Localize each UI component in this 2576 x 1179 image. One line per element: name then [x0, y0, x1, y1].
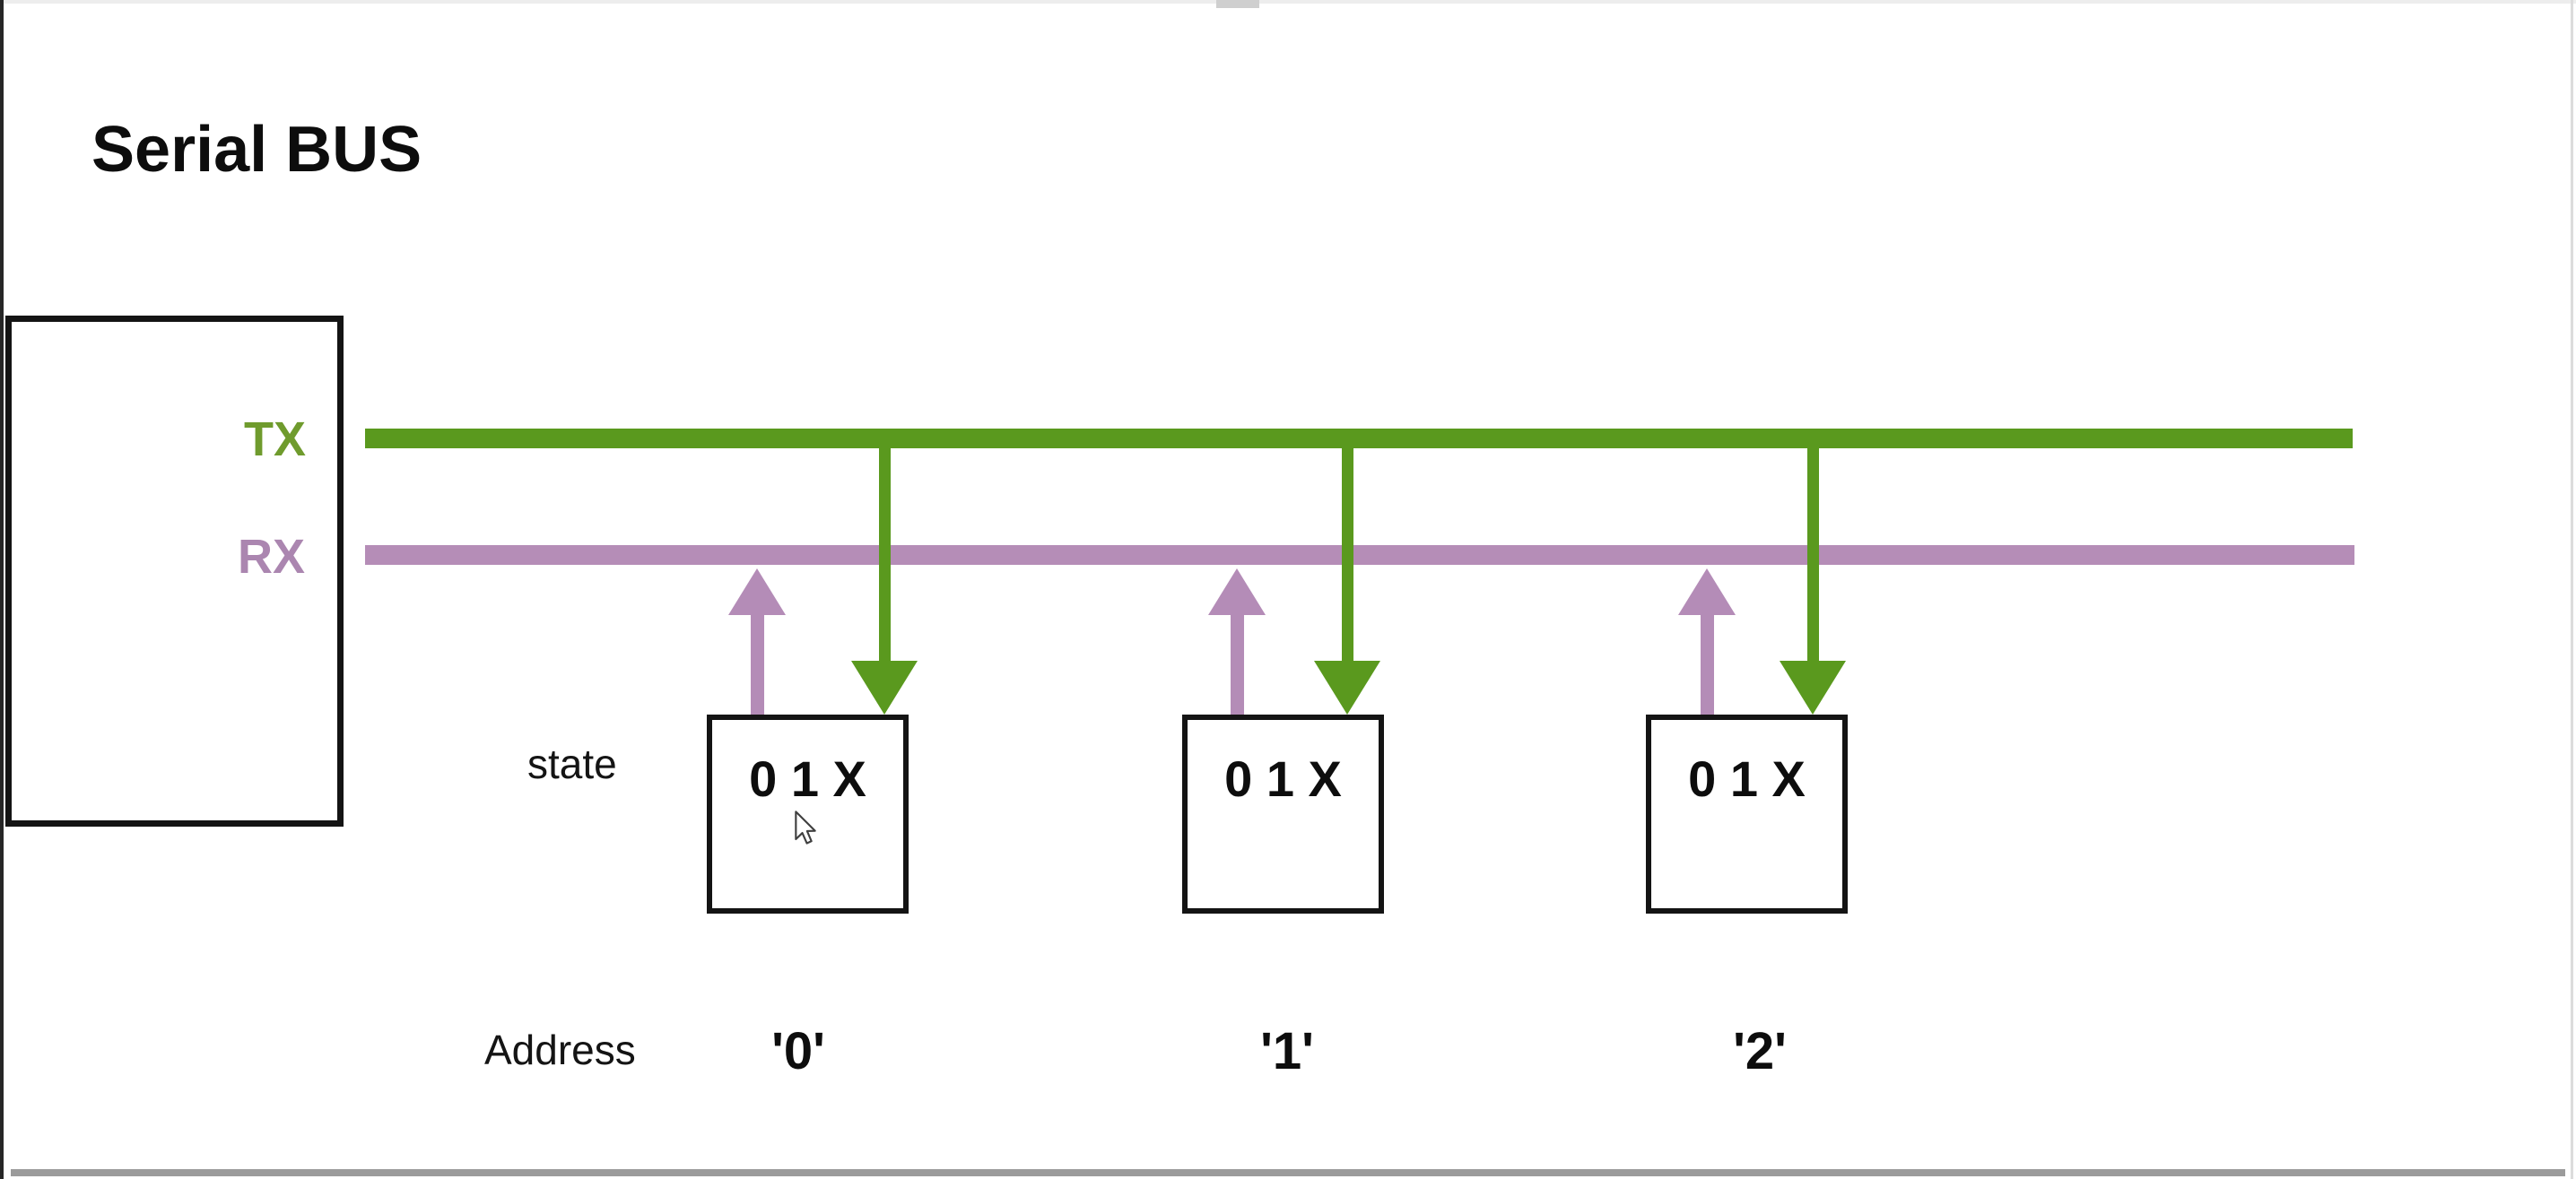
address-value-node2: '2' — [1733, 1022, 1787, 1080]
address-value-node1: '1' — [1260, 1022, 1314, 1080]
tx-pin-label: TX — [244, 412, 307, 466]
address-label: Address — [484, 1027, 636, 1073]
mouse-cursor-icon — [795, 811, 816, 845]
rx-up-arrowhead — [1678, 568, 1736, 615]
state-box-node2: 0 1 X — [1646, 715, 1848, 914]
bottom-divider-line — [11, 1169, 2565, 1176]
rx-bus-line — [365, 545, 2354, 565]
tx-down-arrowhead — [1780, 661, 1846, 715]
address-value-node0: '0' — [771, 1022, 825, 1080]
rx-pin-label: RX — [238, 530, 306, 584]
right-edge-line — [2571, 0, 2573, 1179]
state-value-node0: 0 1 X — [749, 750, 866, 807]
state-value-node2: 0 1 X — [1688, 750, 1806, 807]
rx-up-arrowhead — [728, 568, 786, 615]
tx-bus-line — [365, 429, 2353, 448]
top-border-dark-segment — [1216, 0, 1259, 8]
state-value-node1: 0 1 X — [1224, 750, 1342, 807]
page-title: Serial BUS — [91, 114, 422, 186]
controller-box — [5, 316, 344, 827]
rx-up-arrow-shaft — [1231, 613, 1244, 715]
tx-down-arrowhead — [1314, 661, 1380, 715]
state-box-node1: 0 1 X — [1182, 715, 1384, 914]
rx-up-arrowhead — [1208, 568, 1266, 615]
rx-up-arrow-shaft — [751, 613, 764, 715]
tx-down-arrow-shaft — [1342, 445, 1353, 663]
tx-down-arrow-shaft — [879, 445, 891, 663]
top-border-line — [0, 0, 2576, 4]
tx-down-arrowhead — [851, 661, 918, 715]
left-edge-line — [0, 0, 4, 1179]
state-box-node0: 0 1 X — [707, 715, 909, 914]
tx-down-arrow-shaft — [1807, 445, 1819, 663]
state-label: state — [527, 741, 617, 787]
rx-up-arrow-shaft — [1701, 613, 1714, 715]
